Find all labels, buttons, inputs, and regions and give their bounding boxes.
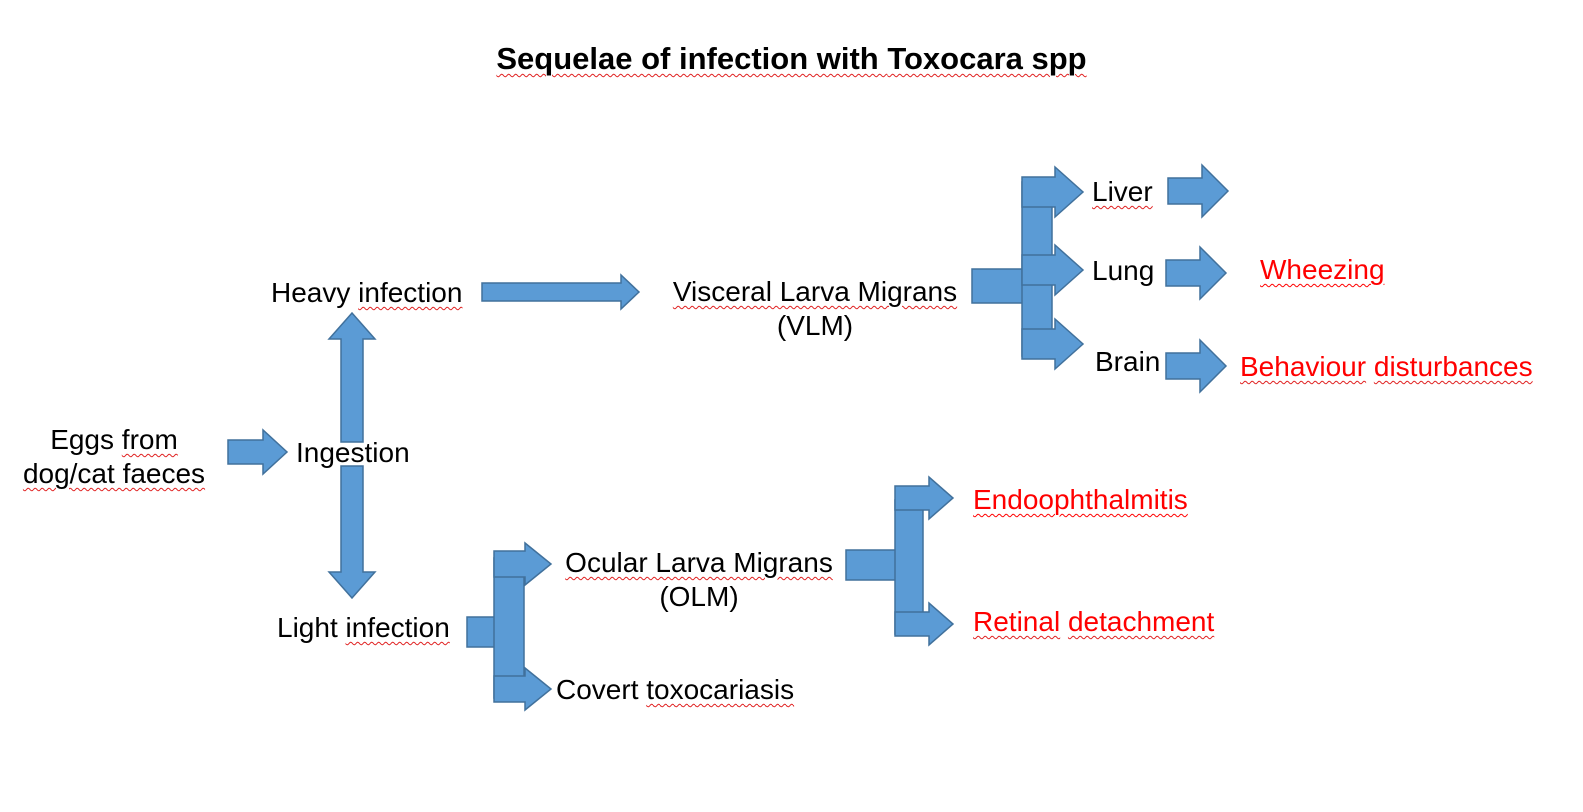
node-brain: Brain — [1095, 346, 1161, 377]
outcome-wheezing: Wheezing — [1260, 254, 1385, 285]
node-heavy-infection: Heavy infection — [271, 276, 462, 310]
arrow-layer — [227, 163, 1230, 712]
arrow-vlm-to-liver — [1021, 165, 1085, 219]
eggs-word: Eggs — [50, 424, 122, 455]
arrow-brain-to-behaviour — [1165, 338, 1228, 394]
connector-olm-stub — [845, 549, 899, 581]
outcome-retinal-detachment: Retinal detachment — [973, 605, 1214, 639]
arrow-lung-to-wheezing — [1165, 245, 1228, 301]
arrow-olm-to-retinal — [894, 601, 955, 647]
from-word: from — [121, 424, 178, 455]
covert-word: Covert — [556, 674, 647, 705]
arrow-ingestion-to-heavy — [327, 311, 377, 443]
arrow-light-to-olm — [493, 541, 553, 587]
retinal-space — [1060, 606, 1068, 637]
outcome-behaviour: Behaviour disturbances — [1240, 350, 1533, 384]
connector-light-stub — [466, 616, 498, 648]
arrow-ingestion-to-light — [327, 465, 377, 600]
arrow-liver-outcome — [1167, 163, 1230, 219]
heavy-infection-word: infection — [358, 277, 463, 308]
node-eggs: Eggs from dog/cat faeces — [14, 423, 214, 491]
node-light-infection: Light infection — [277, 611, 450, 645]
light-word: Light — [277, 612, 346, 643]
arrow-olm-to-endo — [894, 475, 955, 521]
disturbances-word: disturbances — [1373, 351, 1533, 382]
olm-line1: Ocular Larva Migrans — [565, 547, 833, 578]
title-text: Sequelae of infection with — [496, 41, 888, 76]
node-vlm: Visceral Larva Migrans (VLM) — [660, 275, 970, 343]
behaviour-space — [1366, 351, 1374, 382]
node-ingestion: Ingestion — [296, 437, 410, 468]
behaviour-word: Behaviour — [1240, 351, 1367, 382]
title-underlined: Toxocara spp — [887, 41, 1087, 76]
node-lung: Lung — [1092, 255, 1155, 286]
heavy-word: Heavy — [271, 277, 359, 308]
detachment-word: detachment — [1067, 606, 1215, 637]
arrow-vlm-to-lung — [1021, 243, 1085, 297]
toxocariasis-word: toxocariasis — [646, 674, 795, 705]
connector-vlm-stub — [971, 268, 1025, 304]
arrow-heavy-to-vlm — [481, 273, 641, 311]
node-liver: Liver — [1092, 176, 1153, 207]
node-covert: Covert toxocariasis — [556, 673, 794, 707]
arrow-light-to-covert — [493, 666, 553, 712]
olm-line2: (OLM) — [659, 581, 739, 612]
outcome-endoophthalmitis: Endoophthalmitis — [973, 484, 1188, 515]
node-olm: Ocular Larva Migrans (OLM) — [554, 546, 844, 614]
vlm-line1: Visceral Larva Migrans — [672, 276, 958, 307]
arrow-eggs-to-ingestion — [227, 428, 289, 476]
retinal-word: Retinal — [973, 606, 1061, 637]
arrow-vlm-to-brain — [1021, 317, 1085, 371]
eggs-line2: dog/cat faeces — [22, 458, 206, 489]
page-title: Sequelae of infection with Toxocara spp — [0, 40, 1583, 78]
light-infection-word: infection — [345, 612, 450, 643]
vlm-line2: (VLM) — [776, 310, 854, 341]
